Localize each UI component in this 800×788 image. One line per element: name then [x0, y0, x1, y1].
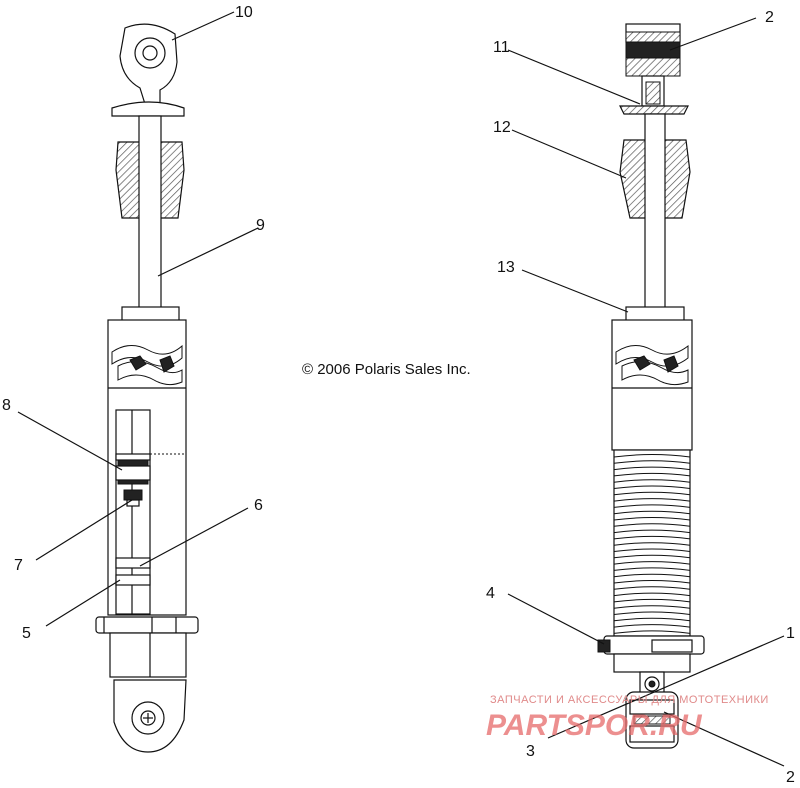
callout-11: 11	[493, 39, 510, 56]
copyright-notice: © 2006 Polaris Sales Inc.	[302, 361, 471, 378]
lower-body-right	[613, 653, 691, 673]
spring-coil	[613, 498, 691, 502]
callout-3: 3	[526, 743, 535, 760]
right-shock-assembly	[597, 23, 705, 749]
shock-body-right	[611, 319, 693, 451]
spring-coil	[613, 510, 691, 515]
watermark-logo: PARTSPOR.RU	[486, 709, 703, 742]
spring-coil	[613, 630, 691, 634]
callout-2-top: 2	[765, 9, 774, 26]
collar-ring	[95, 616, 199, 634]
callout-7: 7	[14, 557, 23, 574]
spring-coil	[613, 605, 691, 609]
piston-nut	[123, 489, 143, 501]
spring-coil	[613, 592, 691, 597]
top-washer	[619, 75, 689, 115]
lower-body	[109, 632, 187, 678]
bottom-clevis	[625, 671, 679, 749]
callout-6: 6	[254, 497, 263, 514]
shaft-right	[644, 113, 666, 313]
seal-cap	[121, 306, 180, 322]
spring-coil	[613, 611, 691, 615]
spring-coil	[613, 624, 691, 628]
spring-coil	[613, 535, 691, 540]
leader-lines	[17, 11, 785, 767]
left-shock-assembly	[95, 23, 199, 753]
callout-8: 8	[2, 397, 11, 414]
callout-labels: 10 9 8 7 6 5 2 11 12 13 4 1 3 2	[2, 4, 795, 786]
spring-coil	[613, 548, 691, 552]
top-bushing	[625, 23, 681, 77]
spring-coil	[613, 617, 691, 622]
spring-coil	[613, 454, 691, 458]
spring-coil	[613, 567, 691, 571]
piston-assembly	[115, 453, 151, 485]
spring-coil	[613, 472, 691, 477]
callout-10: 10	[235, 4, 253, 21]
spring-coil	[613, 554, 691, 559]
shaft	[138, 115, 162, 312]
spring-coil	[613, 517, 691, 521]
top-eye-mount	[111, 23, 185, 117]
spring-coil	[613, 598, 691, 603]
spring-coil	[613, 573, 691, 578]
gas-chamber	[115, 574, 151, 586]
spring-coil	[613, 529, 691, 534]
watermark-tagline: ЗАПЧАСТИ И АКСЕССУАРЫ ДЛЯ МОТОТЕХНИКИ	[490, 694, 769, 706]
callout-4: 4	[486, 585, 495, 602]
callout-2-bottom: 2	[786, 769, 795, 786]
seal-cap-right	[625, 306, 685, 322]
callout-5: 5	[22, 625, 31, 642]
callout-1: 1	[786, 625, 795, 642]
spring-coil	[613, 491, 691, 496]
spring-coil	[613, 561, 691, 565]
coil-spring	[613, 449, 691, 637]
spring-coil	[613, 580, 691, 584]
bottom-eye-mount	[113, 679, 187, 753]
body-decal-right	[615, 344, 689, 386]
callout-12: 12	[493, 119, 511, 136]
floating-piston	[115, 557, 151, 569]
callout-9: 9	[256, 217, 265, 234]
spring-coil	[613, 485, 691, 489]
watermark: ЗАПЧАСТИ И АКСЕССУАРЫ ДЛЯ МОТОТЕХНИКИ PA…	[486, 694, 769, 742]
spring-coil	[613, 542, 691, 546]
spring-coil	[613, 460, 691, 464]
spring-coil	[613, 586, 691, 590]
spring-coil	[613, 504, 691, 508]
spring-coil	[613, 466, 691, 471]
spring-coil	[613, 479, 691, 483]
body-decal	[111, 344, 183, 386]
callout-13: 13	[497, 259, 515, 276]
spring-coil	[613, 523, 691, 527]
spring-collar	[597, 635, 705, 655]
